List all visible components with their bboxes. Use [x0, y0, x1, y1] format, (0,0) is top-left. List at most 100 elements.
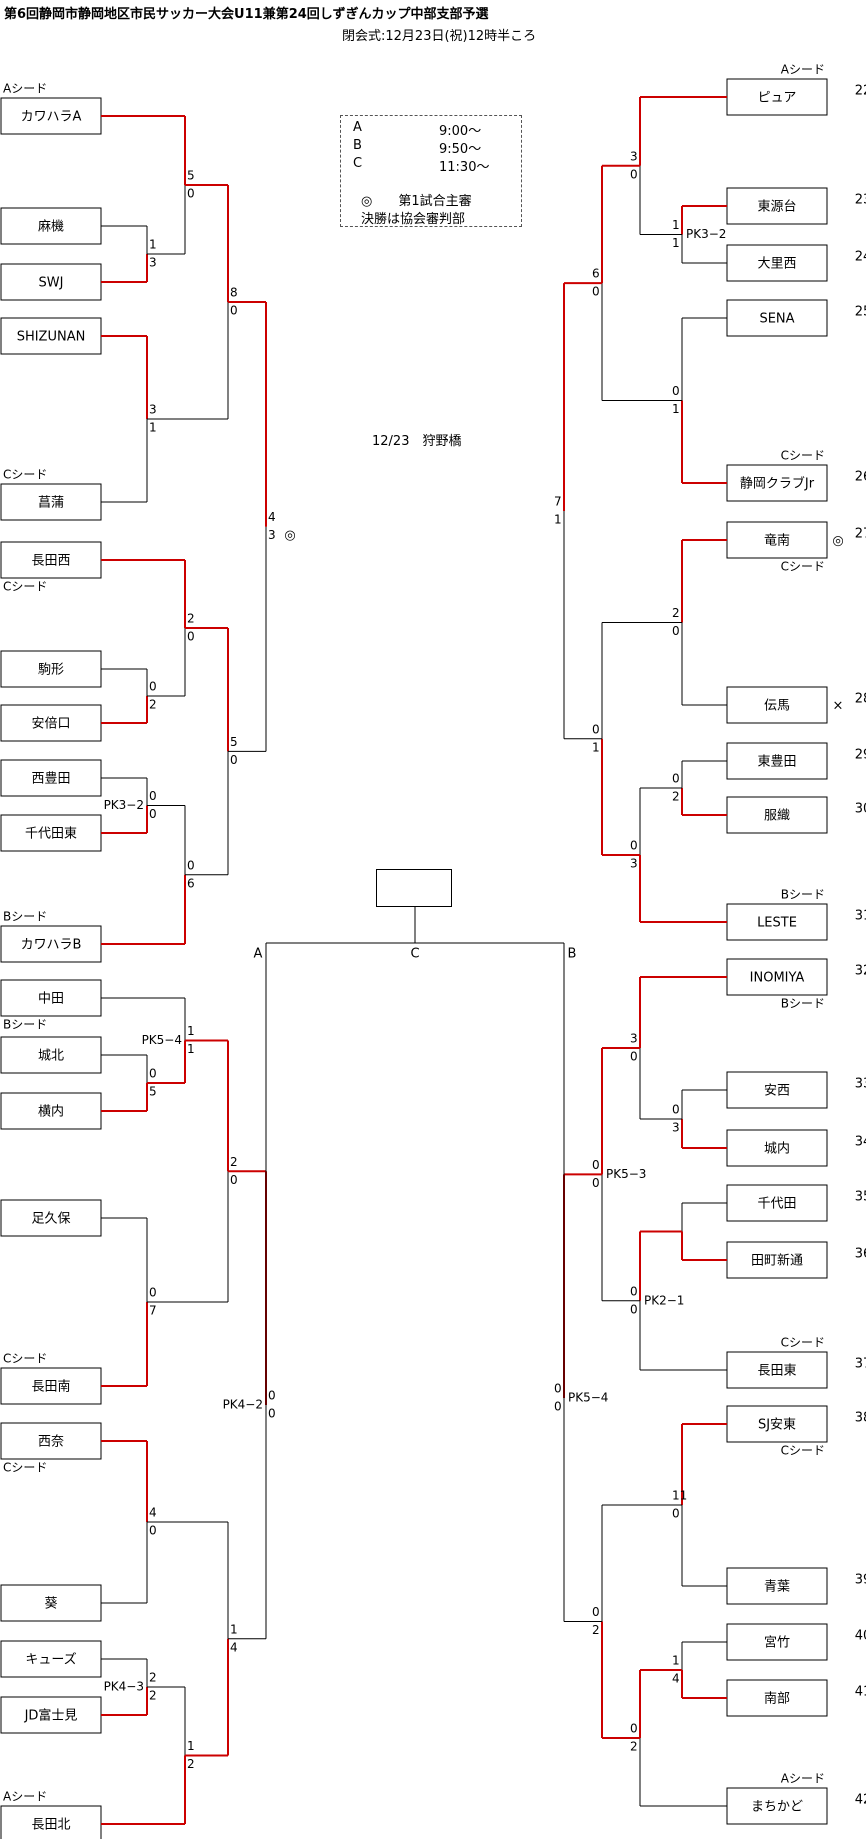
right-team-name: 青葉 [764, 1580, 790, 1595]
seed-label: Cシード [3, 468, 47, 482]
team-number: 41 [855, 1685, 866, 1700]
match-score: 1 [187, 1024, 195, 1038]
match-score: 2 [149, 698, 157, 712]
right-team-name: 南部 [764, 1691, 790, 1707]
seed-label: Bシード [3, 1018, 47, 1032]
pk-score: PK3−2 [104, 798, 144, 812]
right-team-name: まちかど [751, 1800, 803, 1815]
team-number: 28 [855, 692, 866, 707]
match-score: 2 [672, 790, 680, 804]
match-score: 0 [268, 1389, 276, 1403]
left-team-name: カワハラB [21, 938, 82, 953]
match-score: 4 [672, 1672, 680, 1686]
right-team-name: 田町新通 [751, 1253, 803, 1269]
match-score: 1 [149, 238, 157, 252]
seed-label: Aシード [781, 1772, 825, 1786]
left-team-name: 横内 [38, 1104, 64, 1120]
match-score: 0 [630, 1302, 638, 1316]
pk-score: PK5−4 [568, 1390, 608, 1404]
match-score: 5 [230, 735, 238, 749]
match-score: 0 [672, 624, 680, 638]
match-score: 0 [149, 680, 157, 694]
match-score: 4 [268, 510, 276, 524]
right-team-box [726, 796, 828, 834]
seed-label: Aシード [3, 82, 47, 96]
match-score: 0 [187, 858, 195, 872]
slot-c-time: 11:30～ [439, 160, 490, 175]
match-score: 0 [268, 1407, 276, 1421]
match-score: 7 [149, 1304, 157, 1318]
match-score: 1 [672, 402, 680, 416]
slot-c-label: C [353, 156, 363, 171]
left-team-box [0, 541, 102, 579]
match-score: 0 [230, 753, 238, 767]
left-team-box [0, 704, 102, 742]
match-score: 0 [230, 1173, 238, 1187]
left-team-name: 千代田東 [25, 826, 77, 842]
seed-label: Cシード [781, 560, 825, 574]
final-slot-a-label: A [254, 947, 263, 962]
left-team-box [0, 1422, 102, 1460]
match-score: 7 [554, 494, 562, 508]
match-score: 0 [187, 630, 195, 644]
left-team-box [0, 759, 102, 797]
match-score: 2 [187, 612, 195, 626]
left-team-box [0, 207, 102, 245]
match-score: 5 [149, 1085, 157, 1099]
match-score: 8 [230, 286, 238, 300]
seed-label: Cシード [3, 1461, 47, 1475]
pk-score: PK5−4 [142, 1033, 182, 1047]
team-number: 22 [855, 84, 866, 99]
right-team-name: 静岡クラブJr [740, 476, 815, 492]
left-team-name: 葵 [44, 1597, 57, 1612]
champion-box [376, 869, 452, 907]
seed-label: Cシード [781, 1444, 825, 1458]
match-score: 2 [230, 1155, 238, 1169]
match-score: 1 [187, 1042, 195, 1056]
seed-label: Aシード [781, 63, 825, 77]
left-team-name: 長田南 [31, 1379, 70, 1395]
right-team-name: SJ安東 [758, 1417, 796, 1433]
right-team-box [726, 521, 828, 559]
left-team-name: 麻機 [38, 220, 64, 235]
match-score: 3 [268, 528, 276, 542]
team-number: 33 [855, 1077, 866, 1092]
final-referee-note: 決勝は協会審判部 [361, 212, 466, 227]
right-team-box [726, 299, 828, 337]
right-team-name: 宮竹 [764, 1635, 790, 1651]
referee-mark: ◎ [284, 528, 295, 543]
team-number: 37 [855, 1357, 866, 1372]
left-team-name: 長田北 [31, 1818, 70, 1833]
match-score: 4 [149, 1506, 157, 1520]
right-team-name: 東源台 [757, 199, 796, 215]
team-number: 24 [855, 250, 866, 265]
match-score: 0 [554, 1381, 562, 1395]
right-team-box [726, 1184, 828, 1222]
match-score: 0 [149, 1524, 157, 1538]
match-score: 2 [187, 1757, 195, 1771]
right-team-box [726, 1679, 828, 1717]
match-score: 0 [149, 807, 157, 821]
right-team-name: 竜南 [764, 533, 790, 549]
left-team-name: 西奈 [38, 1435, 64, 1450]
match-score: 0 [149, 1067, 157, 1081]
seed-label: Bシード [3, 910, 47, 924]
pk-score: PK5−3 [606, 1167, 646, 1181]
team-mark: × [833, 699, 844, 714]
team-mark: ◎ [832, 534, 843, 549]
match-score: 11 [672, 1489, 687, 1503]
left-team-name: 足久保 [31, 1212, 70, 1227]
match-score: 6 [187, 876, 195, 890]
right-team-box [726, 78, 828, 116]
seed-label: Cシード [781, 449, 825, 463]
team-number: 27 [855, 527, 866, 542]
right-team-name: 城内 [764, 1141, 790, 1157]
pk-score: PK3−2 [686, 227, 726, 241]
match-score: 1 [149, 421, 157, 435]
team-number: 42 [855, 1793, 866, 1808]
match-score: 6 [592, 267, 600, 281]
team-number: 39 [855, 1573, 866, 1588]
team-number: 35 [855, 1190, 866, 1205]
left-team-name: カワハラA [21, 110, 82, 125]
